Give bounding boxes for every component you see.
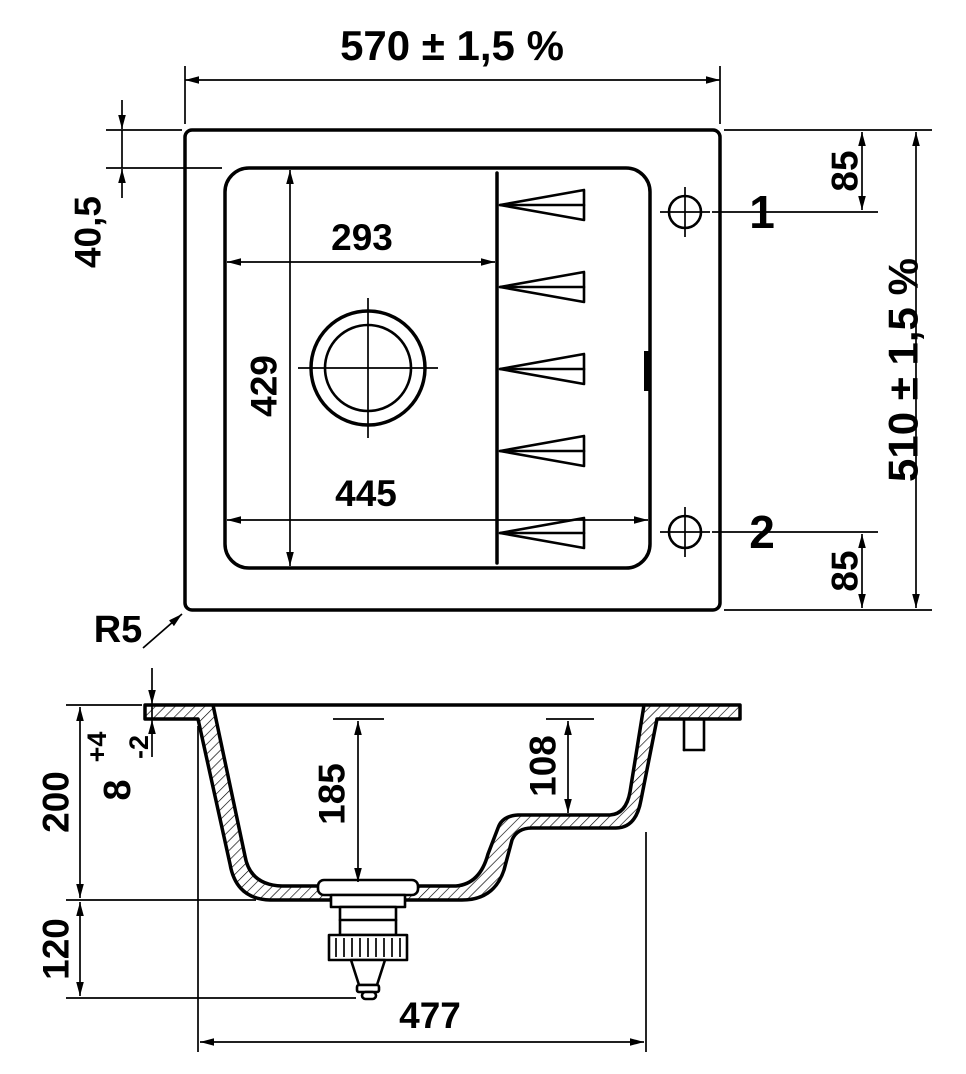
dim-overall-height-text: 510 ± 1,5 % (880, 258, 927, 482)
dim-drainboard-depth: 108 (523, 718, 594, 813)
dim-rim-thickness-text: 8 (97, 779, 139, 800)
tap-hole-boss (682, 718, 706, 752)
dim-overall-width: 570 ± 1,5 % (184, 22, 721, 124)
dim-rim-tolerance-lower: -2 (124, 735, 154, 759)
dim-overall-depth: 200 (36, 704, 256, 901)
corner-radius-callout: R5 (94, 609, 183, 651)
dim-rim-tolerance-upper: +4 (82, 732, 112, 763)
drainboard-ridges (498, 188, 586, 550)
dim-bowl-length: 429 (244, 170, 294, 566)
dim-hole2-offset-text: 85 (825, 550, 866, 591)
dim-bowl-width-text: 293 (331, 217, 393, 258)
dim-bowl-width: 293 (227, 217, 495, 266)
section-material (143, 703, 742, 902)
dim-overall-depth-text: 200 (36, 771, 77, 833)
dim-bowl-depth-text: 185 (312, 763, 353, 825)
dim-rim-offset-text: 40,5 (68, 196, 109, 268)
dim-recess-width: 445 (227, 473, 648, 524)
dim-drain-clearance: 120 (36, 902, 356, 999)
dim-overall-width-text: 570 ± 1,5 % (340, 22, 564, 69)
dim-recess-width-text: 445 (335, 473, 397, 514)
ridge (498, 516, 586, 550)
drain-opening (298, 298, 438, 438)
tap-hole-1 (660, 187, 710, 237)
ridge (498, 352, 586, 386)
drain-assembly (316, 878, 420, 1001)
dim-hole1-offset-text: 85 (825, 150, 866, 191)
dim-drainboard-depth-text: 108 (523, 735, 564, 797)
top-view: 1 2 570 ± 1,5 % 40,5 293 429 (68, 22, 932, 651)
dim-hole1-offset: 85 (712, 132, 878, 213)
dim-hole2-offset: 85 (712, 531, 878, 608)
ridge (498, 434, 586, 468)
sink-outer-outline (183, 128, 722, 612)
dim-drain-clearance-text: 120 (36, 918, 77, 980)
dim-bottom-width: 477 (197, 726, 647, 1052)
section-view: 200 120 8 +4 -2 185 108 (36, 668, 742, 1052)
ridge (498, 270, 586, 304)
corner-radius-text: R5 (94, 609, 143, 651)
dim-overall-height: 510 ± 1,5 % (724, 129, 932, 611)
dim-bowl-depth: 185 (312, 718, 384, 882)
overflow-slot (644, 351, 651, 391)
dim-bowl-length-text: 429 (244, 355, 285, 417)
dim-bottom-width-text: 477 (399, 995, 461, 1036)
locknut-knurling (335, 938, 401, 957)
dim-rim-thickness: 8 +4 -2 (82, 668, 156, 801)
tap-hole-2 (660, 507, 710, 557)
dim-rim-offset: 40,5 (68, 100, 222, 268)
ridge (498, 188, 586, 222)
